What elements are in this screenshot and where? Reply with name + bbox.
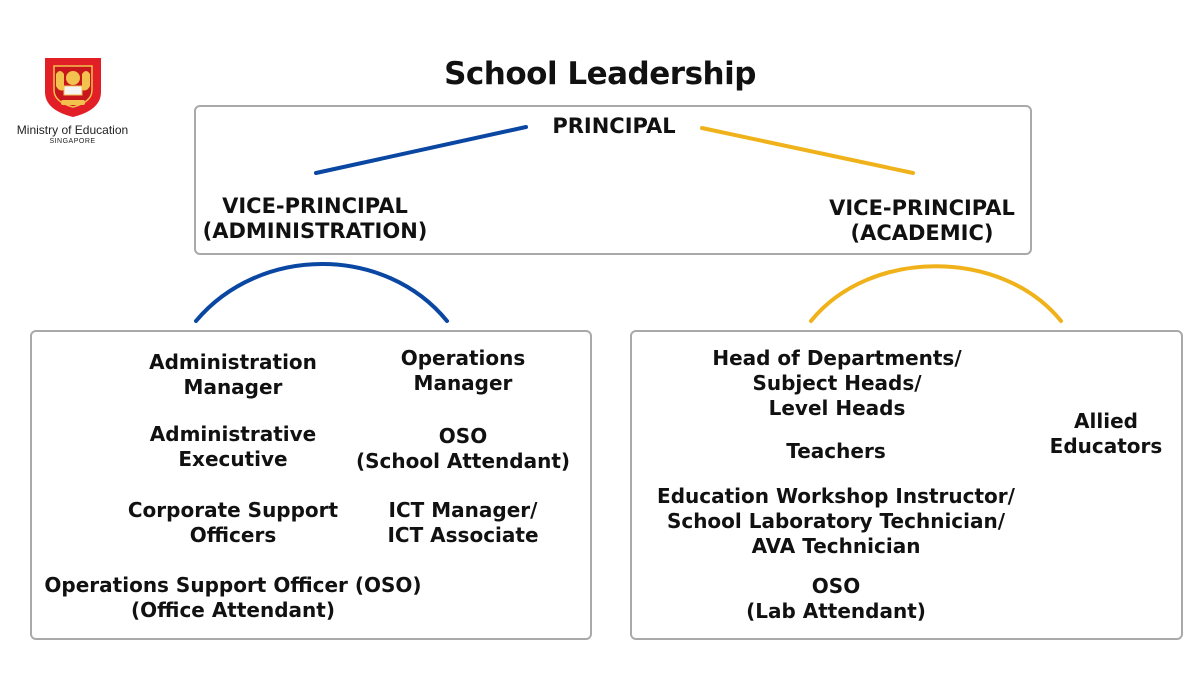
- role-ict: ICT Manager/ ICT Associate: [387, 498, 539, 547]
- role-technicians: Education Workshop Instructor/ School La…: [657, 484, 1015, 558]
- academic-group-box: [630, 330, 1183, 640]
- role-corporate-support: Corporate Support Officers: [127, 498, 339, 547]
- admin-arc: [194, 262, 449, 323]
- crest-icon: [44, 58, 101, 117]
- page-title: School Leadership: [444, 56, 756, 92]
- role-hods: Head of Departments/ Subject Heads/ Leve…: [712, 346, 962, 420]
- role-allied-educators: Allied Educators: [1049, 409, 1163, 458]
- principal-to-vp-academic-line: [700, 126, 915, 175]
- vp-admin-label: VICE-PRINCIPAL (ADMINISTRATION): [202, 194, 428, 243]
- principal-to-vp-admin-line: [314, 125, 528, 175]
- academic-arc: [809, 264, 1063, 323]
- logo-name: Ministry of Education: [16, 123, 129, 137]
- admin-group-box: [30, 330, 592, 640]
- leadership-box: [194, 105, 1032, 255]
- principal-label: PRINCIPAL: [552, 114, 676, 138]
- logo-subtitle: SINGAPORE: [49, 138, 96, 145]
- role-oso-school-attendant: OSO (School Attendant): [355, 424, 571, 473]
- moe-logo: Ministry of Education SINGAPORE: [10, 56, 135, 156]
- role-teachers: Teachers: [786, 439, 886, 463]
- role-oso-office-attendant: Operations Support Officer (OSO) (Office…: [44, 573, 422, 622]
- role-oso-lab-attendant: OSO (Lab Attendant): [746, 574, 926, 623]
- role-operations-manager: Operations Manager: [400, 346, 526, 395]
- role-admin-executive: Administrative Executive: [149, 422, 317, 471]
- role-admin-manager: Administration Manager: [149, 350, 317, 399]
- vp-academic-label: VICE-PRINCIPAL (ACADEMIC): [829, 196, 1015, 245]
